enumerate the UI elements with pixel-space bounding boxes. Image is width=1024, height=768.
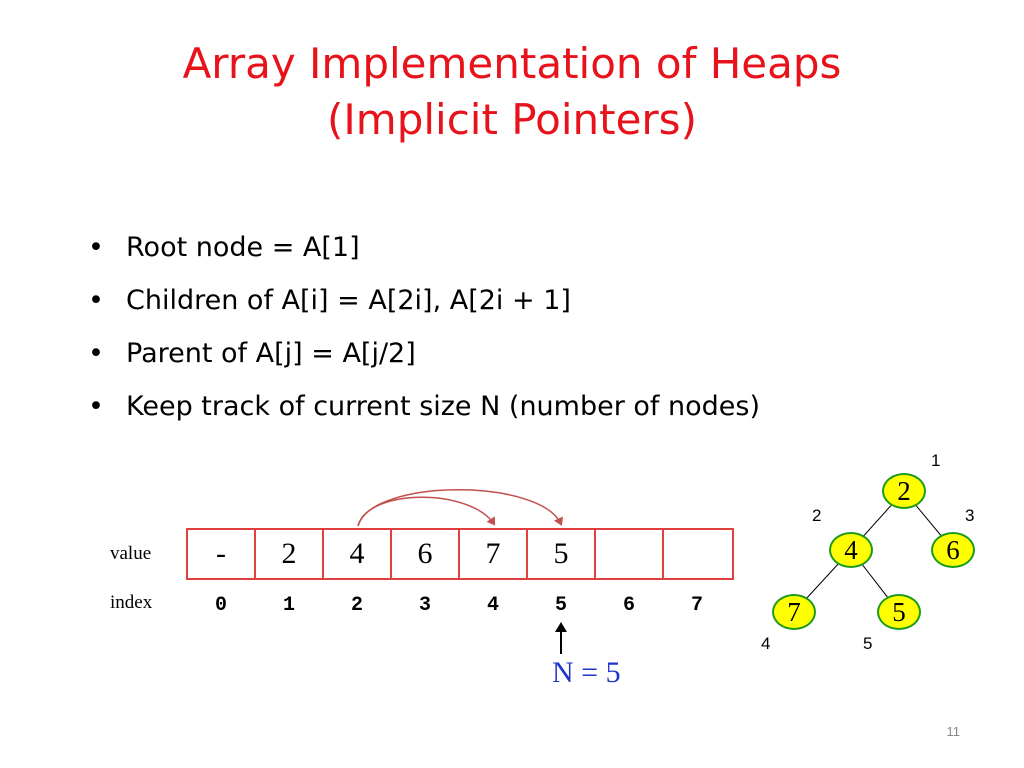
- tree-node-4: 7: [772, 594, 816, 630]
- bullet-list: • Root node = A[1] • Children of A[i] = A[…: [88, 226, 760, 438]
- array-index-7: 7: [690, 594, 703, 617]
- array-index-1: 1: [282, 594, 295, 617]
- bullet-icon: •: [88, 338, 104, 369]
- array-index-6: 6: [622, 594, 635, 617]
- array-cells: - 2 4 6 7 5: [186, 528, 734, 580]
- tree-node-index-4: 4: [761, 634, 771, 653]
- tree-node-5: 5: [877, 594, 921, 630]
- bullet-text: Keep track of current size N (number of …: [126, 391, 760, 422]
- tree-node-index-3: 3: [965, 506, 975, 525]
- array-cell-1: 2: [256, 530, 324, 578]
- array-cell-5: 5: [528, 530, 596, 578]
- bullet-item: • Keep track of current size N (number of…: [88, 385, 760, 438]
- bullet-text: Parent of A[j] = A[j/2]: [126, 338, 416, 369]
- array-index-4: 4: [486, 594, 499, 617]
- bullet-icon: •: [88, 391, 104, 422]
- bullet-text: Root node = A[1]: [126, 232, 360, 263]
- bullet-item: • Root node = A[1]: [88, 226, 760, 279]
- array-cell-6: [596, 530, 664, 578]
- size-label: N = 5: [552, 656, 621, 689]
- tree-node-index-2: 2: [812, 506, 822, 525]
- tree-node-3: 6: [931, 532, 975, 568]
- bullet-item: • Children of A[i] = A[2i], A[2i + 1]: [88, 279, 760, 332]
- bullet-text: Children of A[i] = A[2i], A[2i + 1]: [126, 285, 571, 316]
- child-arrow-right: [357, 489, 564, 527]
- child-arrow-left: [357, 496, 496, 527]
- tree-node-index-5: 5: [863, 634, 873, 653]
- tree-node-index-1: 1: [931, 451, 941, 470]
- slide-title: Array Implementation of Heaps (Implicit …: [0, 36, 1024, 148]
- tree-node-2: 4: [829, 532, 873, 568]
- array-index-2: 2: [350, 594, 363, 617]
- array-cell-3: 6: [392, 530, 460, 578]
- bullet-item: • Parent of A[j] = A[j/2]: [88, 332, 760, 385]
- bullet-icon: •: [88, 285, 104, 316]
- array-index-5: 5: [554, 594, 567, 617]
- slide-title-line-1: Array Implementation of Heaps: [182, 39, 842, 88]
- value-row-label: value: [110, 543, 152, 564]
- array-index-3: 3: [418, 594, 431, 617]
- bullet-icon: •: [88, 232, 104, 263]
- array-index-0: 0: [214, 594, 227, 617]
- index-row-label: index: [110, 592, 153, 613]
- page-number: 11: [946, 724, 961, 739]
- slide-title-line-2: (Implicit Pointers): [327, 95, 697, 144]
- array-cell-4: 7: [460, 530, 528, 578]
- tree-node-1: 2: [882, 473, 926, 509]
- array-cell-2: 4: [324, 530, 392, 578]
- array-cell-0: -: [188, 530, 256, 578]
